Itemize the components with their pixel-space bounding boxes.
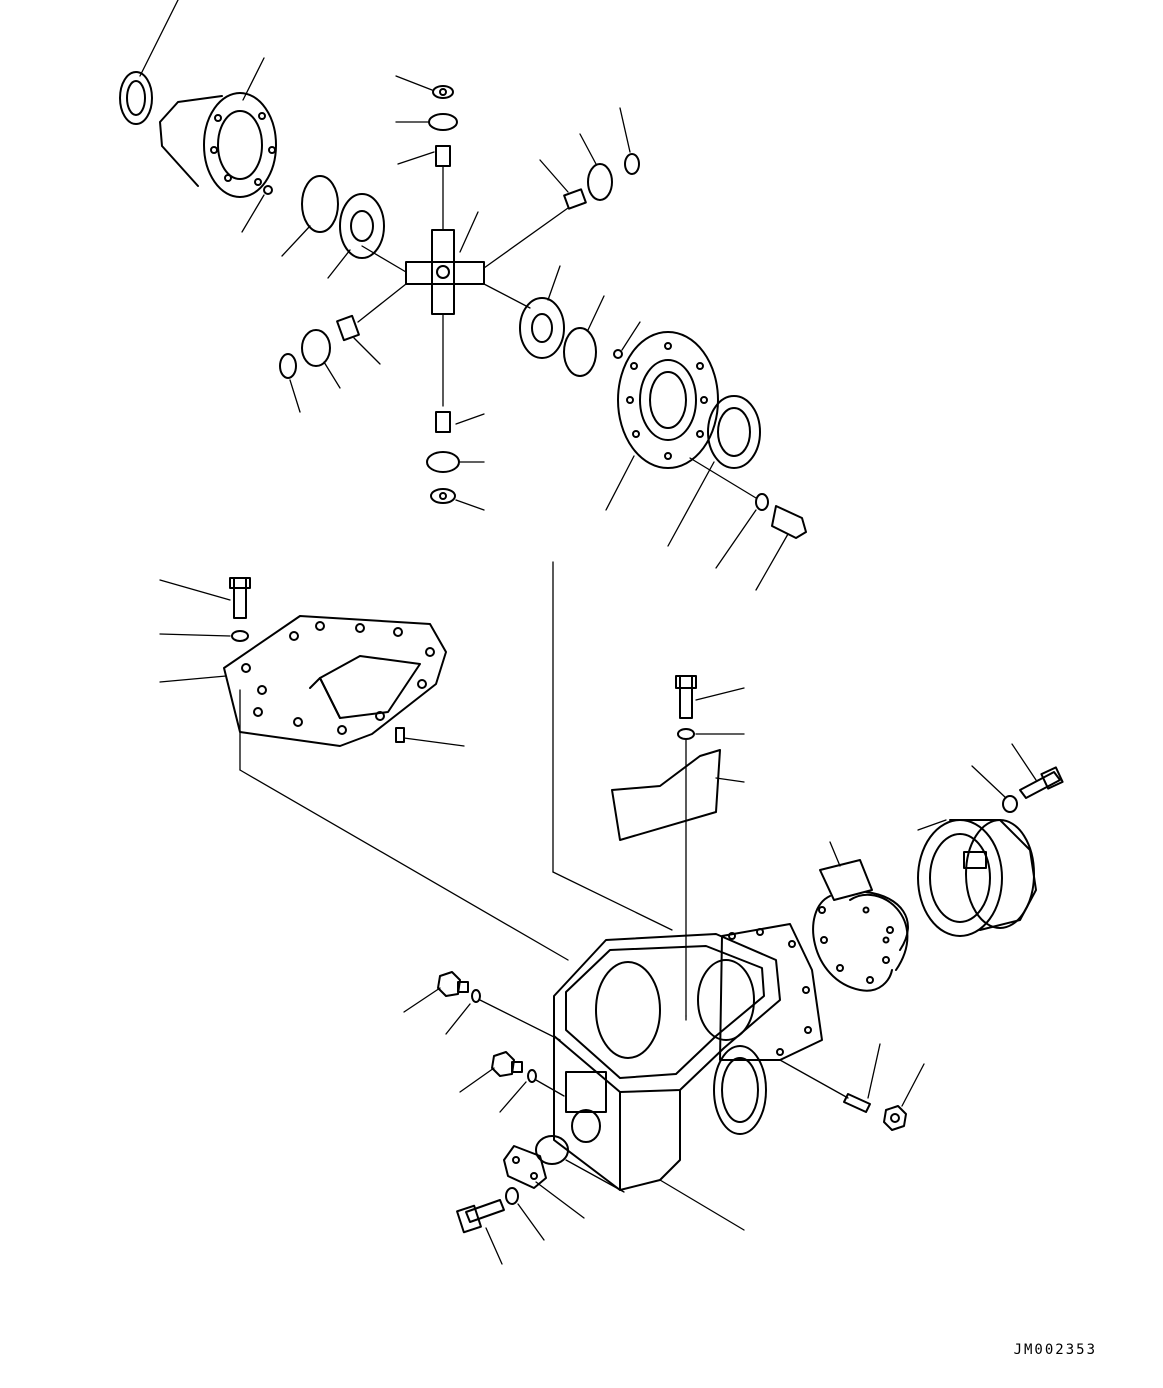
bearing-cup-right bbox=[667, 395, 761, 547]
plate-bolt bbox=[675, 675, 745, 719]
inspection-gasket bbox=[535, 1135, 625, 1193]
o-ring-upper bbox=[445, 989, 561, 1041]
differential-case-half-right bbox=[605, 331, 719, 511]
top-cover-plate bbox=[159, 615, 569, 961]
pinion-gear-bottom bbox=[426, 411, 485, 511]
gasket-ring bbox=[812, 891, 909, 992]
main-housing bbox=[553, 933, 781, 1231]
bearing-housing-flange bbox=[917, 819, 1037, 937]
flange-bolt bbox=[1011, 743, 1064, 799]
housing-nut bbox=[883, 1063, 925, 1131]
pinion-gear-top bbox=[395, 75, 458, 167]
drain-plug-upper bbox=[403, 971, 469, 1013]
cover-washer bbox=[159, 630, 249, 642]
pinion-gear-right bbox=[539, 107, 640, 210]
case-bolt-and-washer bbox=[689, 457, 807, 591]
spider-cross bbox=[357, 165, 569, 407]
guard-plate bbox=[611, 739, 745, 1017]
dowel-pin bbox=[395, 727, 465, 747]
side-gear-left bbox=[327, 193, 385, 279]
document-code: JM002353 bbox=[1013, 1342, 1097, 1358]
housing-side-flange bbox=[713, 923, 823, 1135]
plate-washer bbox=[677, 728, 745, 740]
thrust-washer-left bbox=[281, 175, 339, 257]
shim-sheet bbox=[819, 841, 873, 901]
cover-bolt-lower bbox=[456, 1199, 505, 1265]
o-ring-lower bbox=[499, 1069, 565, 1113]
cover-washer-lower bbox=[505, 1187, 545, 1241]
gasket-half bbox=[849, 893, 909, 971]
side-gear-right bbox=[519, 265, 565, 359]
pin-small bbox=[241, 185, 273, 233]
differential-case-half-left bbox=[119, 0, 277, 198]
thrust-washer-right bbox=[563, 295, 605, 377]
inspection-cover bbox=[503, 1145, 585, 1219]
drain-plug-lower bbox=[459, 1051, 523, 1093]
cover-bolt bbox=[159, 577, 251, 619]
pinion-gear-left bbox=[279, 314, 381, 413]
pin-small-right bbox=[613, 321, 641, 359]
housing-stud bbox=[779, 1043, 881, 1113]
flange-washer bbox=[971, 765, 1018, 813]
assembly-guide-line-2 bbox=[552, 871, 673, 931]
